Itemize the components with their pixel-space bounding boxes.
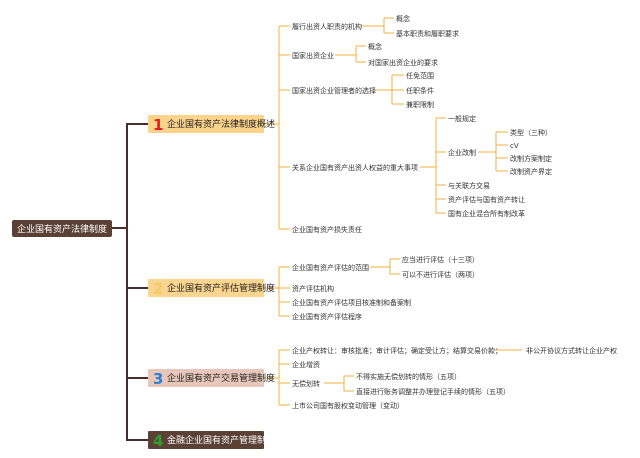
branch-2[interactable]: 2 企业国有资产评估管理制度 (148, 279, 275, 298)
connector-root-spine (112, 123, 148, 229)
b1-c4-k2-g2[interactable]: cV (510, 142, 519, 150)
b1-c1-k1[interactable]: 概念 (396, 14, 410, 23)
b1-c4-k2-g3[interactable]: 改制方案制定 (510, 154, 552, 163)
b1-c4-k5[interactable]: 国有企业混合所有制改革 (448, 209, 525, 218)
branch-1[interactable]: 1 企业国有资产法律制度概述 (148, 115, 275, 134)
b1-c3-k1[interactable]: 任免范围 (406, 71, 434, 80)
b1-c1-k2[interactable]: 基本职责和履职要求 (396, 29, 459, 38)
b1-c2-label[interactable]: 国家出资企业 (292, 51, 334, 60)
b1-c3-k2[interactable]: 任职条件 (406, 86, 434, 95)
branch-3-label: 企业国有资产交易管理制度 (167, 372, 275, 384)
b1-c4-label[interactable]: 关系企业国有资产出资人权益的重大事项 (292, 163, 418, 172)
root-label: 企业国有资产法律制度 (17, 223, 107, 235)
connector-root-b3 (126, 288, 148, 379)
b3-c3-k2[interactable]: 直接进行账务调整并办理登记手续的情形（五项） (356, 387, 510, 396)
b3-c2-label[interactable]: 企业增资 (292, 360, 320, 369)
b2-c1-label[interactable]: 企业国有资产评估的范围 (292, 263, 369, 272)
b1-c4-k1[interactable]: 一般规定 (448, 114, 476, 123)
branch-3-box (148, 369, 264, 387)
connector-root-b4 (126, 378, 148, 441)
b1-c4-k2-g1[interactable]: 类型（三种） (510, 128, 552, 137)
b1-c4-k2-label[interactable]: 企业改制 (448, 148, 476, 157)
branch-2-label: 企业国有资产评估管理制度 (167, 282, 275, 294)
branch-2-box (148, 279, 264, 297)
b3-c3-label[interactable]: 无偿划转 (292, 379, 320, 388)
b1-c3-label[interactable]: 国家出资企业管理者的选择 (292, 86, 376, 95)
branch-1-box (148, 115, 264, 133)
b1-c2-k1[interactable]: 概念 (368, 42, 382, 51)
b1-c4-k3[interactable]: 与关联方交易 (448, 181, 490, 190)
child-connectors (264, 17, 522, 406)
b2-c3-label[interactable]: 企业国有资产评估项目核准制和备案制 (292, 298, 411, 307)
branch-1-label: 企业国有资产法律制度概述 (167, 118, 275, 130)
b1-c2-k2[interactable]: 对国家出资企业的要求 (368, 58, 438, 67)
b1-c4-k4[interactable]: 资产评估与国有资产转让 (448, 195, 525, 204)
b1-c5-label[interactable]: 企业国有资产损失责任 (292, 225, 362, 234)
b1-c3-k3[interactable]: 兼职限制 (406, 100, 434, 109)
main-connectors (112, 123, 148, 441)
root-node[interactable]: 企业国有资产法律制度 (12, 220, 112, 237)
b2-c4-label[interactable]: 企业国有资产评估程序 (292, 312, 362, 321)
branch-3[interactable]: 3 企业国有资产交易管理制度 (148, 369, 275, 388)
branch-4-label: 金融企业国有资产管理制度 (167, 434, 275, 446)
b1-c1-label[interactable]: 履行出资人职责的机构 (292, 22, 362, 31)
b2-c1-k1[interactable]: 应当进行评估（十三项） (402, 255, 479, 264)
b1-c4-k2-g4[interactable]: 改制资产界定 (510, 167, 552, 176)
branch-1-number: 1 (153, 116, 163, 134)
branch-2-number: 2 (153, 280, 163, 298)
b2-c1-k2[interactable]: 可以不进行评估（两项） (402, 270, 479, 279)
b2-c2-label[interactable]: 资产评估机构 (292, 284, 334, 293)
branch-3-number: 3 (153, 370, 163, 388)
b3-c1-k1[interactable]: 非公开协议方式转让企业产权 (526, 346, 617, 355)
b3-c3-k1[interactable]: 不得实施无偿划转的情形（五项） (356, 372, 461, 381)
branch-4[interactable]: 4 金融企业国有资产管理制度 (148, 431, 275, 450)
b3-c1-label[interactable]: 企业产权转让：审核批准；审计评估；确定受让方；结算交易价款； (292, 346, 502, 355)
b3-c4-label[interactable]: 上市公司国有股权变动管理（变动） (292, 401, 404, 410)
branch-4-box (148, 431, 264, 449)
connector-root-b2 (126, 228, 148, 289)
root-box (12, 220, 112, 237)
branch-4-number: 4 (153, 432, 163, 450)
